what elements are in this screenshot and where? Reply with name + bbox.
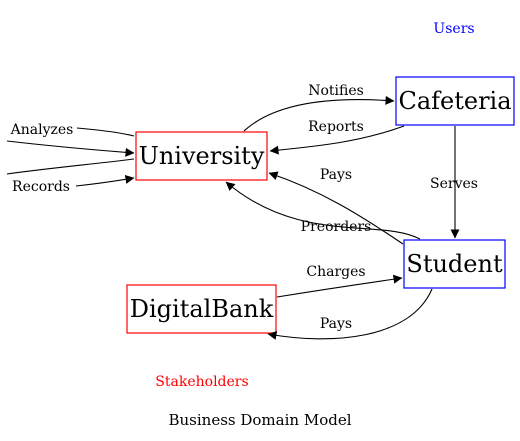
- charges-label: Charges: [306, 264, 365, 280]
- reports-label: Reports: [308, 119, 364, 135]
- student-node: Student: [403, 239, 506, 289]
- records-label: Records: [12, 179, 70, 195]
- university-node: University: [135, 131, 268, 181]
- digitalbank-label: DigitalBank: [130, 295, 274, 323]
- digitalbank-node: DigitalBank: [126, 284, 277, 334]
- serves-label: Serves: [430, 176, 478, 192]
- charges-edge: [276, 274, 403, 298]
- diagram-caption: Business Domain Model: [169, 411, 352, 429]
- pays-bank-edge: [267, 288, 433, 340]
- records-edge-upper: [6, 158, 135, 175]
- notifies-label: Notifies: [308, 83, 364, 99]
- pays-bank-label: Pays: [320, 316, 352, 332]
- users-cluster-label: Users: [433, 21, 474, 37]
- analyzes-edge-upper: [76, 127, 135, 137]
- cafeteria-label: Cafeteria: [398, 87, 511, 115]
- student-label: Student: [406, 250, 503, 278]
- pays-university-edge: [268, 171, 404, 245]
- preorders-edge: [225, 181, 421, 240]
- cafeteria-node: Cafeteria: [395, 76, 515, 126]
- records-edge-arrow: [75, 174, 135, 187]
- university-label: University: [139, 142, 265, 170]
- preorders-label: Preorders: [301, 219, 372, 235]
- pays-university-label: Pays: [320, 167, 352, 183]
- analyzes-label: Analyzes: [10, 122, 74, 138]
- analyzes-edge-arrow: [6, 140, 135, 157]
- reports-edge: [269, 125, 405, 155]
- stakeholders-cluster-label: Stakeholders: [155, 374, 248, 390]
- notifies-edge: [243, 95, 395, 132]
